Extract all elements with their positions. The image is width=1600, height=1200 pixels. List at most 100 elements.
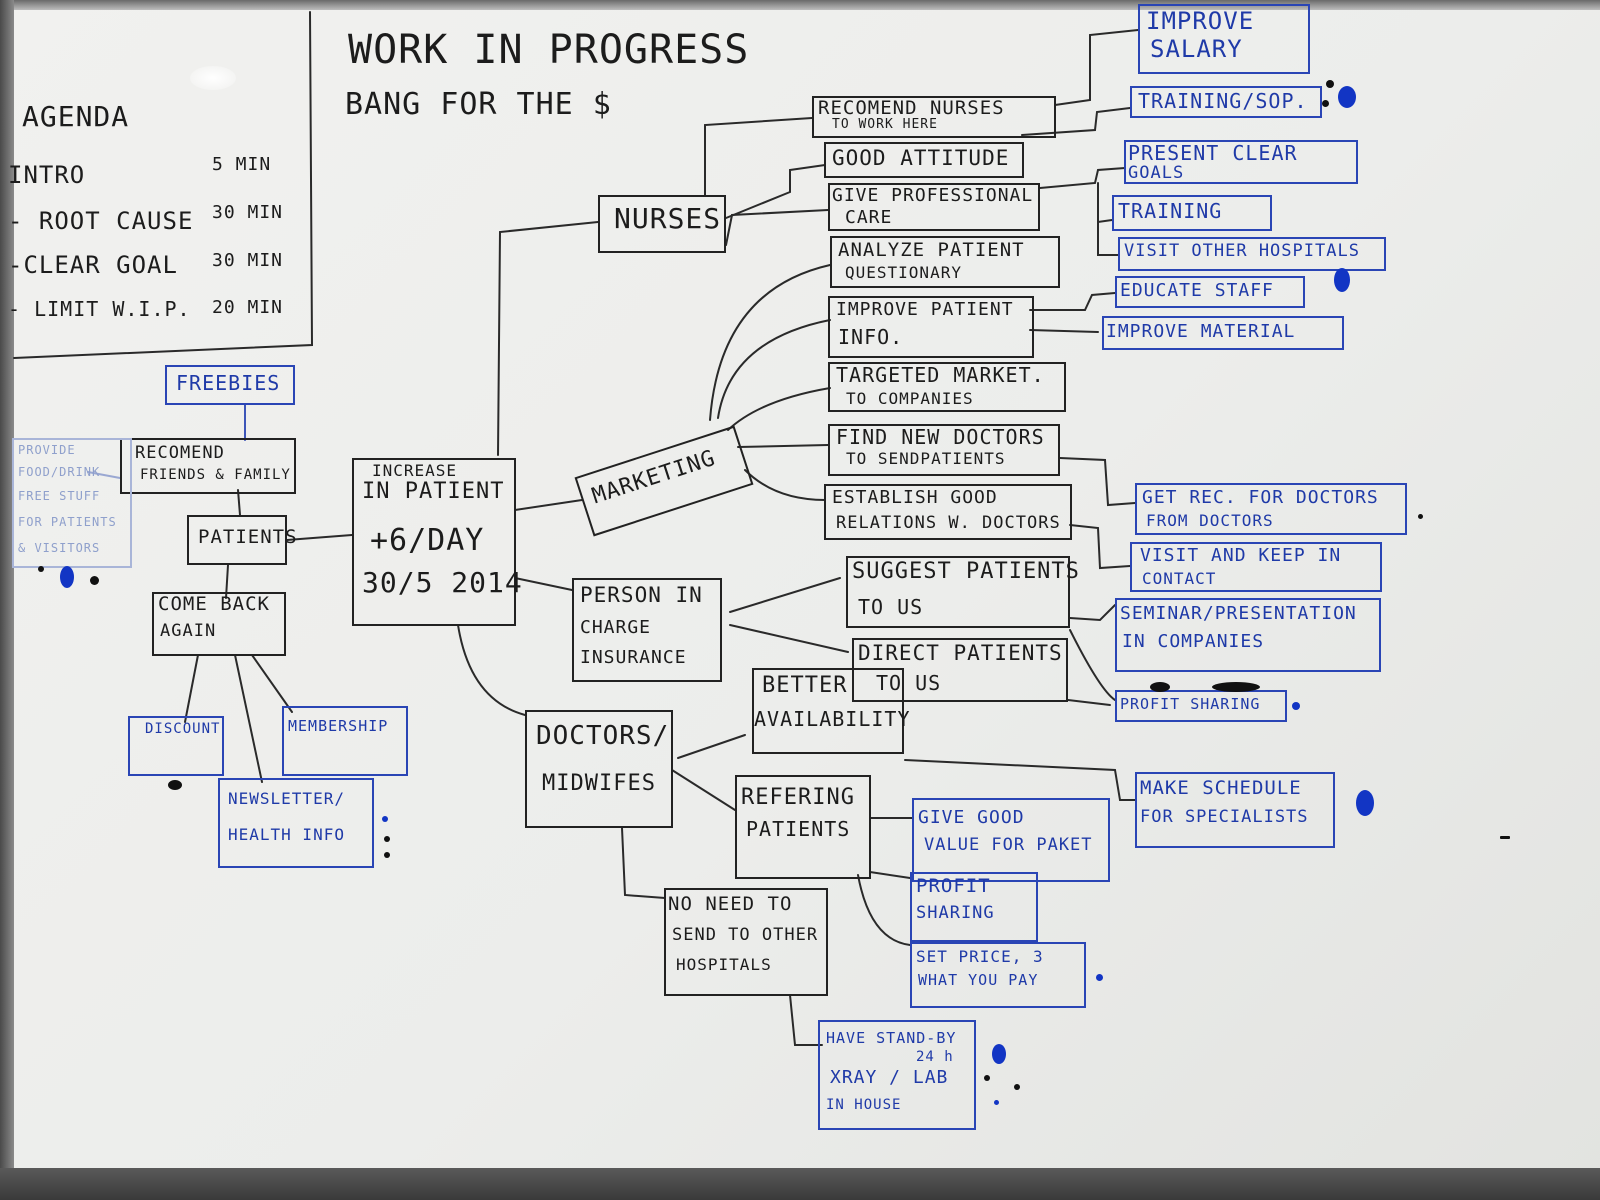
vote-dot <box>1334 268 1350 292</box>
visit-contact-line: VISIT AND KEEP IN <box>1140 545 1342 566</box>
board-frame-top <box>0 0 1600 10</box>
provide-food-line: FREE STUFF <box>18 489 101 503</box>
profit-sharing-label: PROFIT SHARING <box>1120 695 1261 713</box>
vote-dot <box>384 836 390 842</box>
no-need-line: SEND TO OTHER <box>672 925 819 945</box>
link-comeback-newsletter <box>234 654 263 783</box>
patients-node <box>187 515 287 565</box>
center-line-3: +6/DAY <box>370 523 485 558</box>
good-value-node <box>912 798 1110 882</box>
goals-line: PRESENT CLEAR <box>1128 141 1298 165</box>
link-doctors-referring <box>671 769 736 811</box>
vote-dot <box>1356 790 1374 816</box>
agenda-item-time: 30 MIN <box>212 202 284 223</box>
training-label: TRAINING <box>1118 199 1223 223</box>
vote-dot <box>168 780 182 790</box>
training-sop-node <box>1130 86 1322 118</box>
agenda-item-label: - ROOT CAUSE <box>8 207 194 235</box>
board-subtitle: BANG FOR THE $ <box>345 87 612 122</box>
good-value-line: VALUE FOR PAKET <box>924 835 1093 855</box>
link-recommend-patients <box>237 489 241 516</box>
doctors-line: DOCTORS/ <box>536 721 670 751</box>
link-nurses-recommend <box>704 117 813 196</box>
recommend-nurses-node <box>812 96 1056 138</box>
vote-dot <box>1096 974 1103 981</box>
schedule-node <box>1135 772 1335 848</box>
provide-food-line: FOOD/DRINK <box>18 465 101 479</box>
link-referring-profit <box>869 871 911 879</box>
link-marketing-info <box>717 319 831 419</box>
nurses-label: NURSES <box>614 202 722 235</box>
seminar-line: SEMINAR/PRESENTATION <box>1120 603 1357 624</box>
link-center-nurses <box>497 221 599 456</box>
vote-dot <box>1418 514 1423 519</box>
standby-line: 24 h <box>916 1049 954 1065</box>
vote-dot <box>1212 682 1260 692</box>
vote-dot <box>1292 702 1300 710</box>
find-doctors-line: FIND NEW DOCTORS <box>836 425 1045 449</box>
nurses-node <box>598 195 726 253</box>
salary-node <box>1138 4 1310 74</box>
profit-sharing-2-line: PROFIT <box>916 875 991 897</box>
seminar-node <box>1115 598 1381 672</box>
visit-hospitals-node <box>1118 237 1386 271</box>
no-need-line: NO NEED TO <box>668 893 793 915</box>
come-back-line: AGAIN <box>160 621 217 641</box>
standby-node <box>818 1020 976 1130</box>
get-rec-node <box>1135 483 1407 535</box>
insurance-line: INSURANCE <box>580 647 687 668</box>
educate-staff-node <box>1115 276 1305 308</box>
seminar-line: IN COMPANIES <box>1122 631 1265 652</box>
link-marketing-doctors <box>737 444 829 448</box>
schedule-line: MAKE SCHEDULE <box>1140 777 1302 799</box>
doctors-node <box>525 710 673 828</box>
vote-dot <box>994 1100 999 1105</box>
get-rec-line: FROM DOCTORS <box>1146 511 1274 530</box>
provide-food-line: & VISITORS <box>18 541 101 555</box>
provide-food-line: FOR PATIENTS <box>18 515 117 529</box>
vote-dot <box>1322 100 1329 107</box>
link-direct-profit <box>1067 699 1111 706</box>
link-doctors-availability <box>677 734 746 759</box>
availability-line: BETTER <box>762 673 848 698</box>
vote-dot <box>382 816 388 822</box>
good-value-line: GIVE GOOD <box>918 807 1025 828</box>
agenda-item-label: -CLEAR GOAL <box>8 251 178 279</box>
link-comeback-membership <box>251 654 293 713</box>
link-referring-price <box>857 874 911 946</box>
profit-sharing-2-node <box>910 872 1038 942</box>
link-noneed-standby <box>789 994 823 1046</box>
salary-line: SALARY <box>1150 35 1243 63</box>
board-frame-left <box>0 0 14 1200</box>
link-marketing-relations <box>744 469 826 501</box>
suggest-line: SUGGEST PATIENTS <box>852 559 1080 584</box>
agenda-item-time: 30 MIN <box>212 250 284 271</box>
agenda-item-time: 20 MIN <box>212 297 284 318</box>
patient-info-node <box>828 296 1034 358</box>
profit-sharing-2-line: SHARING <box>916 903 995 923</box>
care-line: GIVE PROFESSIONAL <box>832 185 1034 206</box>
board-frame-bottom <box>0 1168 1600 1200</box>
goals-line: GOALS <box>1128 163 1185 183</box>
vote-dot <box>984 1075 990 1081</box>
link-insurance-suggest <box>729 577 841 613</box>
link-relations-visit <box>1069 524 1131 570</box>
vote-dot <box>384 852 390 858</box>
agenda-item-label: - LIMIT W.I.P. <box>8 297 191 321</box>
link-care-visit <box>1097 221 1119 256</box>
set-price-line: SET PRICE, 3 <box>916 947 1044 966</box>
link-care-training <box>1097 182 1113 224</box>
salary-line: IMPROVE <box>1146 7 1255 35</box>
link-availability-schedule <box>904 759 1136 801</box>
no-need-node <box>664 888 828 996</box>
agenda-frame-line <box>13 11 314 359</box>
recommend-nurses-line: RECOMEND NURSES <box>818 97 1005 119</box>
insurance-line: PERSON IN <box>580 583 703 607</box>
center-line-4: 30/5 2014 <box>362 566 523 599</box>
provide-food-line: PROVIDE <box>18 443 76 457</box>
find-doctors-node <box>828 424 1060 476</box>
schedule-line: FOR SPECIALISTS <box>1140 807 1309 827</box>
questionary-line: ANALYZE PATIENT <box>838 239 1025 261</box>
come-back-line: COME BACK <box>158 593 270 615</box>
training-sop-label: TRAINING/SOP. <box>1138 89 1308 113</box>
